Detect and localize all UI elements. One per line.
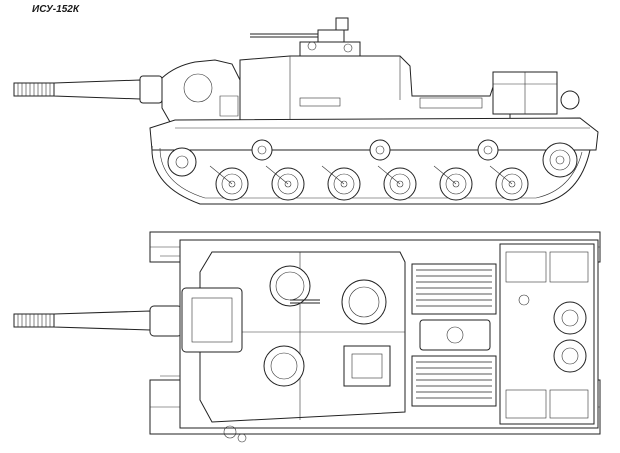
side-road-wheels bbox=[215, 167, 529, 201]
top-view bbox=[13, 231, 601, 443]
side-superstructure bbox=[239, 55, 511, 121]
side-view bbox=[13, 17, 599, 205]
top-engine-grille-lower bbox=[411, 355, 497, 407]
side-cupola-mg bbox=[250, 17, 361, 57]
top-engine-grille-upper bbox=[411, 263, 497, 315]
side-idler-wheel bbox=[167, 147, 197, 177]
side-track bbox=[151, 145, 591, 205]
side-gun-barrel bbox=[13, 75, 163, 104]
top-rear-deck bbox=[499, 243, 595, 425]
top-engine-hatch bbox=[419, 319, 491, 351]
side-mantlet bbox=[161, 59, 241, 123]
top-gun-barrel bbox=[13, 305, 183, 337]
top-hatches bbox=[263, 265, 391, 387]
top-mantlet bbox=[181, 287, 243, 353]
drawing-title: ИСУ-152К bbox=[32, 4, 79, 15]
side-drive-sprocket bbox=[542, 142, 578, 178]
side-rear-box bbox=[492, 71, 580, 115]
side-return-rollers bbox=[251, 139, 499, 161]
